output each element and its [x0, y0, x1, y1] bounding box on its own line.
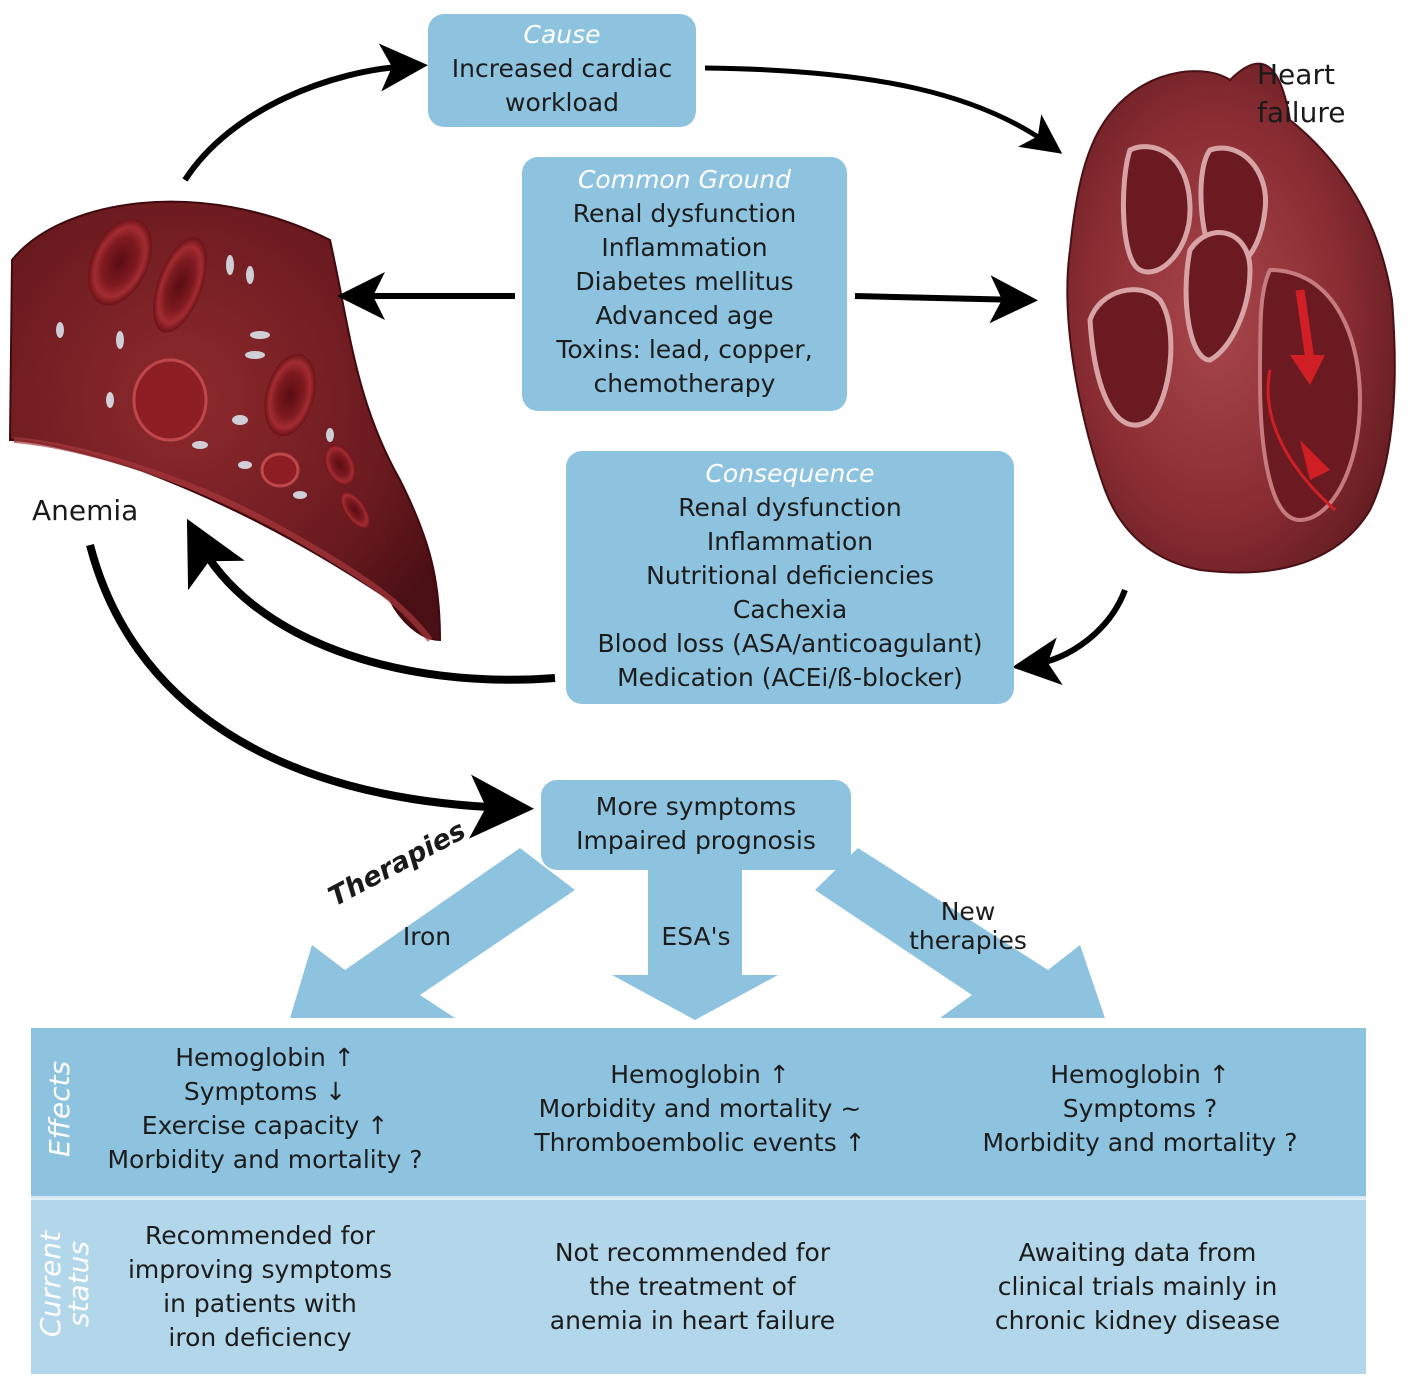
arrow-esa: [612, 870, 778, 1020]
effect-line: Symptoms ?: [1062, 1094, 1218, 1123]
red-blood-cell: [132, 358, 208, 442]
effect-line: Thromboembolic events ↑: [534, 1128, 866, 1157]
status-cell-iron: Recommended for improving symptoms in pa…: [110, 1219, 410, 1355]
arrow-common-to-heart: [854, 275, 1038, 324]
consequence-line: Renal dysfunction: [678, 493, 902, 522]
status-line: Not recommended for: [554, 1238, 831, 1267]
cause-line: workload: [505, 88, 619, 117]
therapy-label-new-line: New: [940, 897, 996, 926]
effect-line: Morbidity and mortality ~: [538, 1094, 862, 1123]
row-divider: [31, 1196, 1366, 1200]
effects-cell-new: Hemoglobin ↑ Symptoms ? Morbidity and mo…: [965, 1058, 1315, 1160]
arrow-anemia-to-cause: [182, 43, 428, 182]
current-status-header-line: status: [62, 1240, 95, 1328]
common-ground-line: Renal dysfunction: [572, 199, 797, 228]
status-cell-new: Awaiting data from clinical trials mainl…: [985, 1236, 1290, 1338]
status-line: anemia in heart failure: [549, 1306, 836, 1335]
effects-cell-esa: Hemoglobin ↑ Morbidity and mortality ~ T…: [520, 1058, 880, 1160]
consequence-line: Cachexia: [732, 595, 848, 624]
red-blood-cell: [88, 218, 152, 306]
effect-line: Exercise capacity ↑: [141, 1111, 389, 1140]
effect-line: Hemoglobin ↑: [175, 1043, 355, 1072]
red-blood-cell: [324, 444, 356, 486]
cause-line: Increased cardiac: [451, 54, 673, 83]
effects-row-header: Effects: [43, 1060, 76, 1158]
cause-box: Cause Increased cardiac workload: [428, 14, 696, 127]
consequence-heading: Consequence: [705, 459, 875, 488]
status-line: Recommended for: [144, 1221, 376, 1250]
common-ground-line: chemotherapy: [593, 369, 776, 398]
outcome-line: Impaired prognosis: [576, 826, 816, 855]
common-ground-line: Inflammation: [601, 233, 768, 262]
common-ground-line: Diabetes mellitus: [575, 267, 794, 296]
outcome-box: More symptoms Impaired prognosis: [541, 780, 851, 870]
current-status-row-header: Current status: [34, 1219, 95, 1349]
heart-failure-label: Heart failure: [1257, 56, 1345, 132]
arrow-heart-to-consequence: [1012, 588, 1128, 686]
therapy-arrows: [290, 848, 1105, 1020]
common-ground-heading: Common Ground: [577, 165, 792, 194]
current-status-row: [31, 1198, 1366, 1374]
therapy-label-new: New therapies: [905, 897, 1031, 955]
status-line: clinical trials mainly in: [997, 1272, 1278, 1301]
common-ground-box: Common Ground Renal dysfunction Inflamma…: [522, 157, 847, 411]
red-blood-cell: [264, 353, 316, 437]
effect-line: Symptoms ↓: [183, 1077, 347, 1106]
status-line: chronic kidney disease: [994, 1306, 1281, 1335]
arrows: [86, 43, 1128, 839]
therapy-label-esa: ESA's: [661, 922, 731, 951]
arrow-anemia-to-outcome: [86, 543, 534, 839]
current-status-header-line: Current: [34, 1230, 67, 1338]
arrow-iron: [290, 848, 575, 1018]
red-blood-cell: [153, 237, 207, 333]
heart-illustration: [1066, 62, 1396, 574]
common-ground-line: Toxins: lead, copper,: [556, 335, 813, 364]
status-line: iron deficiency: [168, 1323, 352, 1352]
effect-line: Hemoglobin ↑: [1050, 1060, 1230, 1089]
status-cell-esa: Not recommended for the treatment of ane…: [530, 1236, 855, 1338]
therapy-label-iron: Iron: [402, 922, 452, 951]
arrow-cause-to-heart: [704, 65, 1063, 154]
consequence-line: Inflammation: [706, 527, 874, 556]
heart-failure-label-line: Heart: [1257, 58, 1335, 91]
arrow-consequence-to-anemia: [186, 518, 556, 684]
outcome-line: More symptoms: [595, 792, 797, 821]
therapy-label-new-line: therapies: [909, 926, 1027, 955]
effect-line: Morbidity and mortality ?: [107, 1145, 423, 1174]
effect-line: Morbidity and mortality ?: [982, 1128, 1298, 1157]
blood-vessel-illustration: [8, 200, 442, 642]
consequence-line: Blood loss (ASA/anticoagulant): [597, 629, 983, 658]
arrow-new-therapies: [815, 848, 1105, 1018]
anemia-label: Anemia: [32, 494, 139, 527]
red-blood-cell: [260, 452, 300, 488]
consequence-box: Consequence Renal dysfunction Inflammati…: [566, 451, 1014, 704]
status-line: the treatment of: [589, 1272, 796, 1301]
effects-cell-iron: Hemoglobin ↑ Symptoms ↓ Exercise capacit…: [95, 1041, 435, 1177]
status-line: Awaiting data from: [1018, 1238, 1257, 1267]
effects-row: [31, 1028, 1366, 1198]
effect-line: Hemoglobin ↑: [610, 1060, 790, 1089]
consequence-line: Nutritional deficiencies: [646, 561, 934, 590]
consequence-line: Medication (ACEi/ß-blocker): [617, 663, 963, 692]
common-ground-line: Advanced age: [595, 301, 774, 330]
status-line: in patients with: [163, 1289, 357, 1318]
cause-heading: Cause: [523, 20, 601, 49]
heart-failure-label-line: failure: [1257, 96, 1346, 129]
red-blood-cell: [339, 491, 371, 529]
status-line: improving symptoms: [127, 1255, 393, 1284]
